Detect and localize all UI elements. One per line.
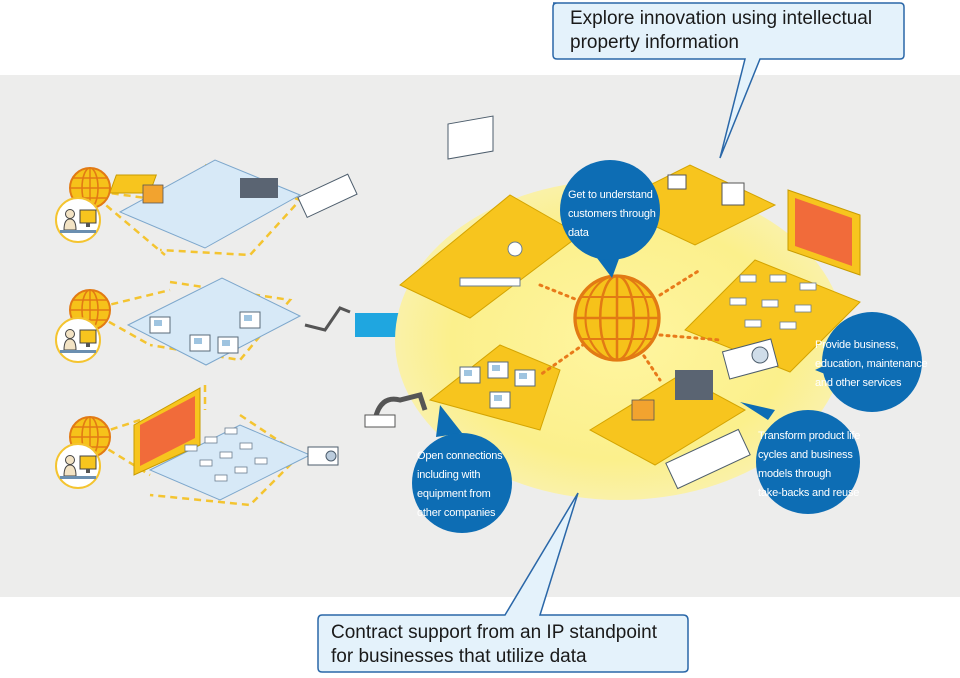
bubble-line: Transform product life: [758, 430, 861, 442]
user-at-computer-icon: [55, 197, 101, 243]
bubble-line: including with: [417, 469, 481, 481]
bubble-line: customers through: [568, 208, 656, 220]
bubble-line: take-backs and reuse: [758, 487, 860, 499]
central-globe-icon: [573, 274, 661, 362]
bubble-line: models through: [758, 468, 832, 480]
callout-top: [552, 2, 905, 159]
left-row-1: [55, 159, 358, 257]
callout-bottom-text: Contract support from an IP standpoint f…: [331, 622, 657, 667]
platform-classroom: [684, 189, 861, 380]
callout-top-text: Explore innovation using intellectual pr…: [570, 8, 873, 53]
bubble-services: [815, 312, 922, 412]
bubble-line: and other services: [815, 377, 902, 389]
bubble-customers: [560, 160, 660, 278]
bubble-line: data: [568, 227, 589, 239]
platform-print: [588, 370, 751, 490]
user-at-computer-icon: [55, 443, 101, 489]
bubble-line: Get to understand: [568, 189, 653, 201]
user-at-computer-icon: [55, 317, 101, 363]
whiteboard-icon: [795, 198, 852, 266]
bubble-line: other companies: [417, 507, 496, 519]
robot-arm-icon: [304, 306, 351, 332]
callout-bottom: [317, 492, 689, 673]
bubble-line: equipment from: [417, 488, 491, 500]
bubble-customers-text: Get to understand customers through data: [568, 186, 656, 243]
robot-arm-icon: [372, 392, 428, 421]
printer-icon: [665, 428, 751, 490]
platform-factory: [364, 344, 561, 431]
bubble-services-text: Provide business, education, maintenance…: [815, 336, 928, 393]
printer-icon: [721, 182, 745, 206]
left-row-3: [55, 385, 339, 507]
whiteboard-icon: [140, 396, 195, 466]
bubble-line: cycles and business: [758, 449, 853, 461]
bubble-connections: [412, 405, 512, 533]
bubble-line: Provide business,: [815, 339, 899, 351]
bubble-line: Open connections: [417, 450, 503, 462]
bubble-lifecycle-text: Transform product life cycles and busine…: [758, 427, 860, 503]
bubble-lifecycle: [740, 402, 860, 514]
bubble-connections-text: Open connections including with equipmen…: [417, 447, 503, 523]
bubble-line: education, maintenance: [815, 358, 928, 370]
platform-office: [399, 115, 581, 319]
left-row-2: [55, 277, 351, 366]
